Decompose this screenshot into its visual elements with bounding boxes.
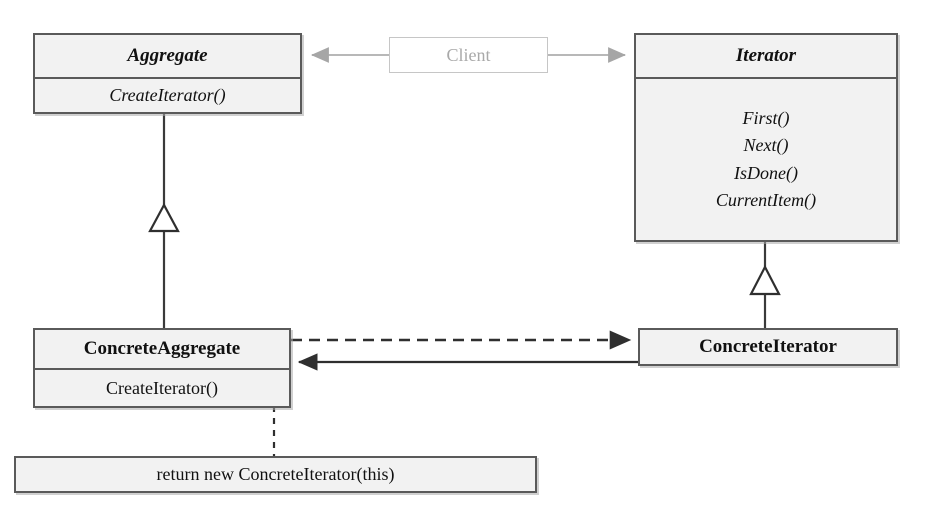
concrete-iterator-generalization-connector	[749, 242, 781, 328]
class-box-aggregate[interactable]: Aggregate CreateIterator()	[33, 33, 302, 114]
operations-iterator: First() Next() IsDone() CurrentItem()	[636, 77, 896, 240]
class-name-concrete-aggregate: ConcreteAggregate	[83, 338, 241, 359]
class-name-client: Client	[446, 44, 491, 65]
operation-iterator-isdone: IsDone()	[734, 162, 798, 183]
operation-iterator-first: First()	[742, 107, 790, 128]
class-name-concrete-iterator: ConcreteIterator	[699, 336, 837, 357]
note-text: return new ConcreteIterator(this)	[156, 464, 395, 484]
operation-iterator-currentitem: CurrentItem()	[715, 189, 817, 210]
class-box-client[interactable]: Client	[389, 37, 548, 73]
class-name-aggregate: Aggregate	[127, 45, 208, 66]
class-box-iterator[interactable]: Iterator First() Next() IsDone() Current…	[634, 33, 898, 242]
class-box-concrete-iterator[interactable]: ConcreteIterator	[638, 328, 898, 366]
class-box-concrete-aggregate[interactable]: ConcreteAggregate CreateIterator()	[33, 328, 291, 408]
operation-concrete-aggregate-create-iterator: CreateIterator()	[35, 368, 289, 406]
note-box-create-iterator-body[interactable]: return new ConcreteIterator(this)	[14, 456, 537, 493]
operation-aggregate-create-iterator: CreateIterator()	[35, 77, 300, 112]
class-name-iterator: Iterator	[735, 45, 797, 66]
operation-iterator-next: Next()	[743, 135, 789, 156]
concrete-aggregate-generalization-connector	[148, 114, 180, 328]
